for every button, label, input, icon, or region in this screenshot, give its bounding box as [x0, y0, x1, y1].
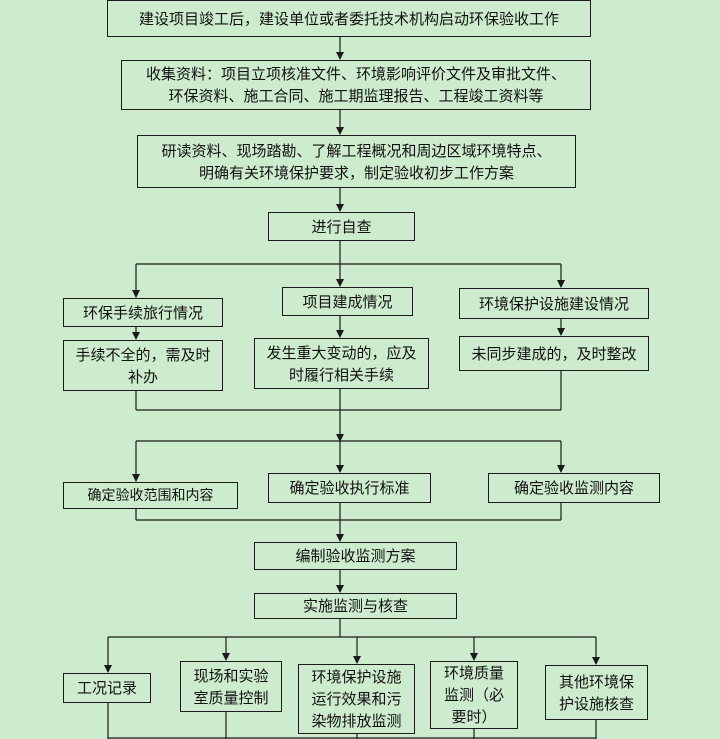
major-change-box: 发生重大变动的，应及 时履行相关手续 [254, 338, 429, 389]
study-materials-box: 研读资料、现场踏勘、了解工程概况和周边区域环境特点、 明确有关环境保护要求，制定… [137, 135, 576, 188]
project-completion-box: 项目建成情况 [282, 287, 413, 316]
self-check-box: 进行自查 [268, 212, 415, 241]
facility-operation-box: 环境保护设施 运行效果和污 染物排放监测 [298, 664, 415, 734]
incomplete-procedures-box: 手续不全的，需及时 补办 [63, 340, 223, 391]
determine-standard-box: 确定验收执行标准 [268, 473, 431, 503]
env-procedures-box: 环保手续旅行情况 [63, 298, 223, 327]
start-box: 建设项目竣工后，建设单位或者委托技术机构启动环保验收工作 [107, 0, 591, 37]
env-quality-box: 环境质量 监测（必 要时） [430, 661, 518, 729]
condition-record-box: 工况记录 [63, 673, 151, 703]
env-facilities-box: 环境保护设施建设情况 [459, 288, 649, 319]
determine-scope-box: 确定验收范围和内容 [63, 482, 238, 509]
monitoring-plan-box: 编制验收监测方案 [254, 542, 457, 570]
collect-materials-box: 收集资料：项目立项核准文件、环境影响评价文件及审批文件、 环保资料、施工合同、施… [121, 60, 591, 110]
quality-control-box: 现场和实验 室质量控制 [180, 661, 282, 712]
implement-monitoring-box: 实施监测与核查 [254, 593, 457, 619]
not-built-box: 未同步建成的，及时整改 [459, 336, 649, 371]
other-facilities-box: 其他环境保 护设施核查 [545, 665, 648, 720]
determine-monitoring-box: 确定验收监测内容 [488, 473, 660, 503]
